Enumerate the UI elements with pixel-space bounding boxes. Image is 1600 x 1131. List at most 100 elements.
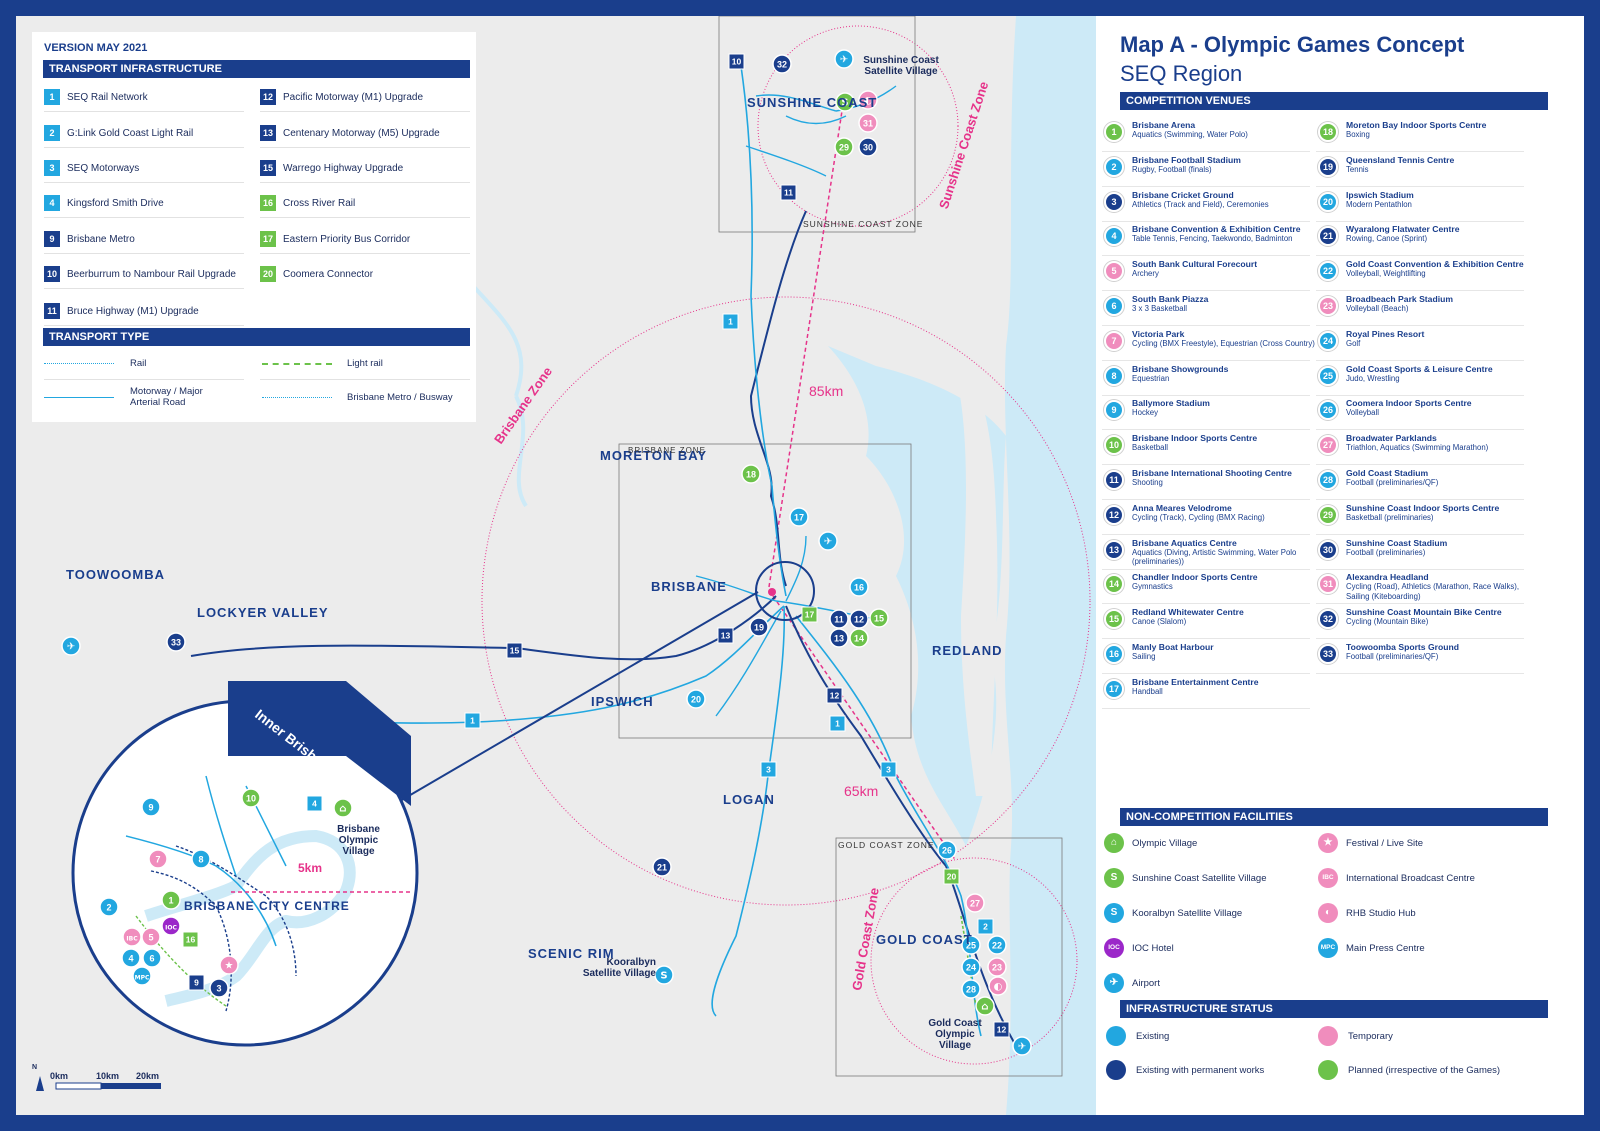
airport-icon[interactable]: ✈ [61, 636, 81, 656]
venue-marker-7[interactable]: 7 [148, 849, 168, 869]
venue-marker-25[interactable]: 25 [961, 935, 981, 955]
venue-number-badge: 14 [1104, 574, 1124, 595]
divider [1102, 673, 1310, 674]
infra-marker-4[interactable]: 4 [306, 795, 323, 812]
status-item: Temporary [1318, 1026, 1393, 1046]
venue-marker-33[interactable]: 33 [166, 632, 186, 652]
infra-marker-12[interactable]: 12 [826, 687, 843, 704]
venue-name: Chandler Indoor Sports Centre [1132, 572, 1258, 583]
venue-marker-8[interactable]: 8 [191, 849, 211, 869]
venue-sport: Basketball (preliminaries) [1346, 512, 1434, 522]
ioc-icon[interactable]: IOC [161, 916, 181, 936]
venue-marker-2[interactable]: 2 [99, 897, 119, 917]
venue-marker-number: 21 [657, 863, 667, 873]
venue-marker-29[interactable]: 29 [834, 137, 854, 157]
venue-name: Brisbane Convention & Exhibition Centre [1132, 224, 1301, 235]
venue-marker-31[interactable]: 31 [858, 113, 878, 133]
infra-marker-3[interactable]: 3 [760, 761, 777, 778]
venue-marker-19[interactable]: 19 [749, 617, 769, 637]
house-icon[interactable]: ⌂ [975, 996, 995, 1016]
infra-marker-15[interactable]: 15 [506, 642, 523, 659]
venue-marker-5[interactable]: 5 [141, 927, 161, 947]
infra-marker-11[interactable]: 11 [780, 184, 797, 201]
airport-icon[interactable]: ✈ [834, 49, 854, 69]
airport-icon[interactable]: ✈ [818, 531, 838, 551]
venue-marker-10[interactable]: 10 [241, 788, 261, 808]
infra-marker-9[interactable]: 9 [188, 974, 205, 991]
venue-marker-18[interactable]: 18 [741, 464, 761, 484]
infra-marker-12[interactable]: 12 [993, 1021, 1010, 1038]
infra-label: Centenary Motorway (M5) Upgrade [283, 127, 440, 139]
infra-marker-2[interactable]: 2 [977, 918, 994, 935]
infra-marker-1[interactable]: 1 [722, 313, 739, 330]
venue-marker-17[interactable]: 17 [789, 507, 809, 527]
divider [1102, 220, 1310, 222]
infra-marker-16[interactable]: 16 [182, 931, 199, 948]
infra-marker-13[interactable]: 13 [717, 627, 734, 644]
star-icon[interactable]: ★ [219, 955, 239, 975]
version-label: VERSION MAY 2021 [44, 42, 148, 54]
venue-marker-22[interactable]: 22 [987, 935, 1007, 955]
venue-marker-26[interactable]: 26 [937, 840, 957, 860]
venue-marker-23[interactable]: 23 [987, 957, 1007, 977]
ibc-icon[interactable]: IBC [122, 927, 142, 947]
status-label: Existing with permanent works [1136, 1064, 1265, 1076]
status-swatch [1318, 1026, 1338, 1046]
label-lockyer-valley: LOCKYER VALLEY [197, 605, 329, 620]
venue-marker-11[interactable]: 11 [829, 609, 849, 629]
venue-marker-12[interactable]: 12 [849, 609, 869, 629]
infra-marker-10[interactable]: 10 [728, 53, 745, 70]
mpc-icon[interactable]: MPC [132, 966, 152, 986]
facility-item: ✈Airport [1104, 973, 1160, 993]
label-brisbane-city-centre: BRISBANE CITY CENTRE [184, 899, 350, 913]
venue-marker-16[interactable]: 16 [849, 577, 869, 597]
venue-marker-24[interactable]: 24 [961, 957, 981, 977]
venue-marker-32[interactable]: 32 [772, 54, 792, 74]
venue-marker-20[interactable]: 20 [686, 689, 706, 709]
venue-marker-13[interactable]: 13 [829, 628, 849, 648]
satellite-dish-icon[interactable]: ◐ [988, 976, 1008, 996]
venue-sport: Football (preliminaries/QF) [1346, 478, 1439, 487]
venue-name: Broadwater Parklands [1346, 433, 1437, 444]
house-icon[interactable]: ⌂ [333, 798, 353, 818]
venue-marker-4[interactable]: 4 [121, 948, 141, 968]
venue-marker-15[interactable]: 15 [869, 608, 889, 628]
infra-marker-17[interactable]: 17 [801, 606, 818, 623]
venue-marker-1[interactable]: 1 [161, 890, 181, 910]
venue-marker-3[interactable]: 3 [209, 978, 229, 998]
inner-river [144, 829, 356, 1007]
venue-marker-14[interactable]: 14 [849, 628, 869, 648]
infra-marker-20[interactable]: 20 [943, 868, 960, 885]
venue-marker-6[interactable]: 6 [142, 948, 162, 968]
infra-marker-1[interactable]: 1 [829, 715, 846, 732]
village-s-icon[interactable]: S [835, 92, 855, 112]
venue-marker-number: 33 [171, 638, 181, 648]
satellite-dish-icon[interactable]: ◐ [858, 90, 878, 110]
airport-icon[interactable]: ✈ [1012, 1036, 1032, 1056]
infra-marker-1[interactable]: 1 [464, 712, 481, 729]
venue-number-badge: 30 [1318, 539, 1338, 560]
venue-marker-9[interactable]: 9 [141, 797, 161, 817]
venue-marker-number: 25 [966, 941, 976, 951]
village-s-icon[interactable]: S [654, 965, 674, 985]
infra-marker-3[interactable]: 3 [880, 761, 897, 778]
venue-number-badge: 11 [1104, 470, 1124, 490]
venue-marker-27[interactable]: 27 [965, 893, 985, 913]
rail-label: Rail [130, 358, 147, 369]
venue-marker-30[interactable]: 30 [858, 137, 878, 157]
venue-marker-21[interactable]: 21 [652, 857, 672, 877]
venue-marker-28[interactable]: 28 [961, 979, 981, 999]
